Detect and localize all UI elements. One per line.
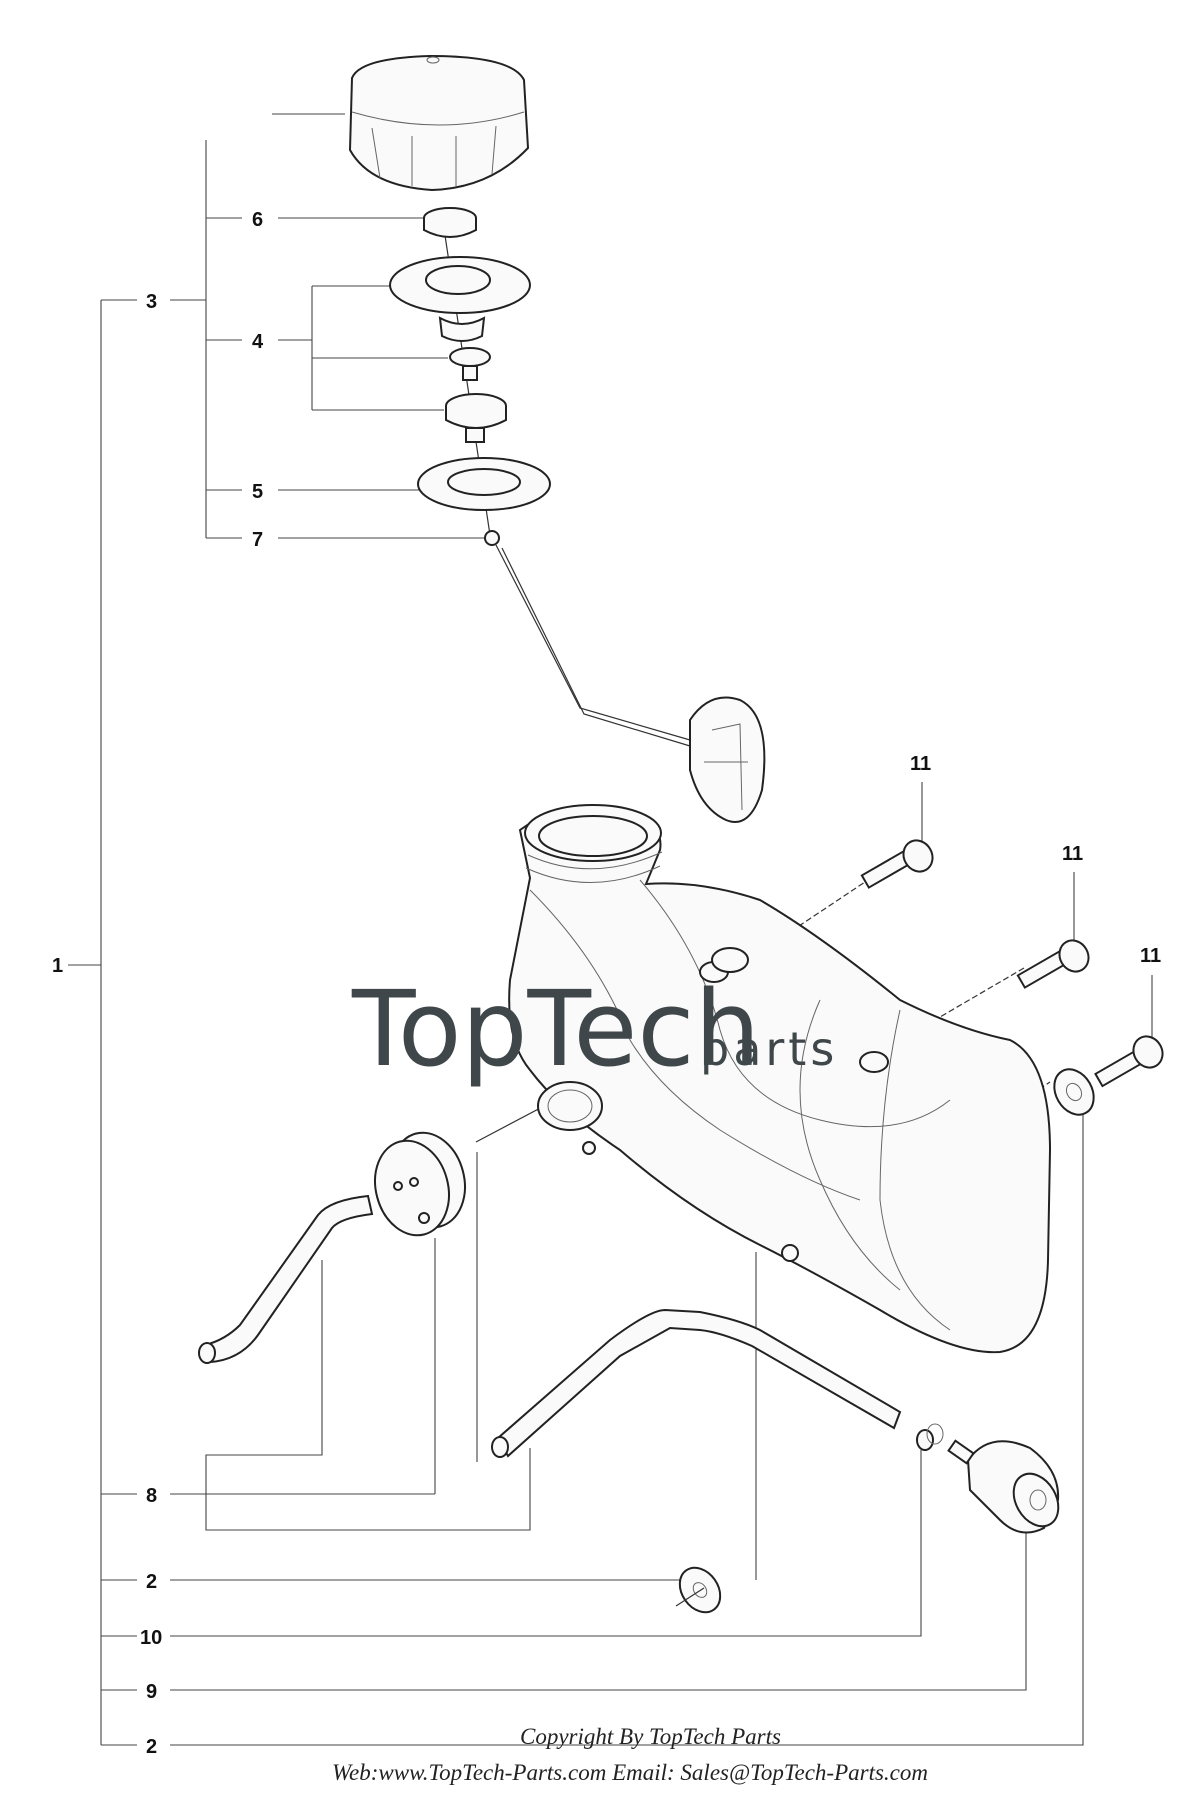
callout-3: 3 — [146, 291, 157, 313]
cap-seal-6 — [423, 207, 477, 238]
bolt-11-b — [1016, 939, 1090, 989]
contact-text: Web:www.TopTech-Parts.com Email: Sales@T… — [332, 1760, 928, 1785]
callout-10: 10 — [140, 1627, 162, 1649]
fuel-filter-9 — [947, 1439, 1060, 1534]
callout-11-b: 11 — [1062, 843, 1083, 865]
watermark-suffix: parts — [700, 1022, 838, 1076]
washer-2-upper — [1053, 1068, 1095, 1116]
fuel-cap — [348, 54, 530, 192]
copyright-text: Copyright By TopTech Parts — [520, 1724, 781, 1749]
cap-valve-4 — [449, 347, 491, 381]
fuel-tank — [508, 804, 1052, 1354]
watermark-logo: TopTech parts — [351, 968, 838, 1090]
tether-strap-7 — [484, 530, 766, 823]
callout-2-b: 2 — [146, 1736, 157, 1758]
gasket-5 — [417, 457, 551, 511]
cap-retainer-4 — [445, 393, 507, 443]
bolt-11-c — [1094, 1035, 1164, 1088]
cap-flange-4 — [389, 256, 531, 342]
callout-9: 9 — [146, 1681, 157, 1703]
callout-7: 7 — [252, 529, 263, 551]
fuel-hose-left — [198, 1194, 374, 1364]
grommet-8 — [374, 1131, 466, 1237]
callout-5: 5 — [252, 481, 263, 503]
bolt-11-a — [860, 839, 934, 889]
callout-4: 4 — [252, 331, 264, 353]
watermark-brand: TopTech — [351, 968, 760, 1090]
clip-10 — [916, 1423, 944, 1451]
washer-2-lower — [675, 1566, 722, 1614]
callout-2-a: 2 — [146, 1571, 157, 1593]
callout-8: 8 — [146, 1485, 157, 1507]
callout-6: 6 — [252, 209, 263, 231]
callout-11-a: 11 — [910, 753, 931, 775]
fuel-hose-right — [491, 1308, 902, 1458]
callouts: 1 3 6 4 5 7 11 11 11 8 2 10 9 2 — [52, 209, 1161, 1758]
callout-11-c: 11 — [1140, 945, 1161, 967]
callout-1: 1 — [52, 955, 63, 977]
footer: Copyright By TopTech Parts Web:www.TopTe… — [332, 1724, 928, 1785]
